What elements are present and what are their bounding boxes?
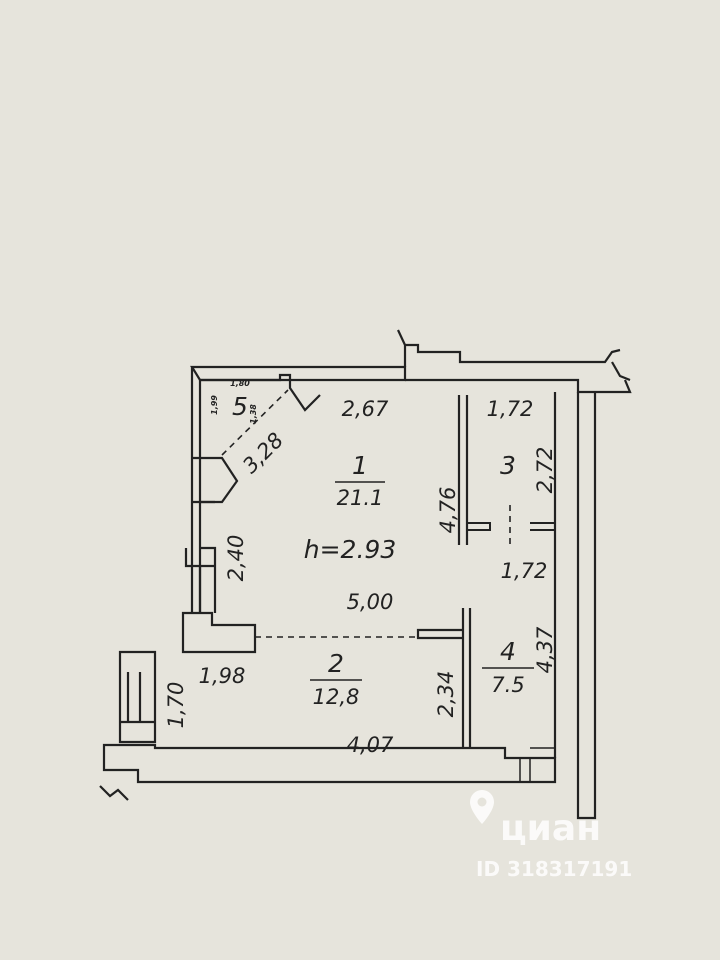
wall-pier-left xyxy=(181,611,257,654)
door-wedge xyxy=(192,456,239,504)
room-5-dim-left: 1,99 xyxy=(210,395,219,415)
room-labels: 1 21.1 h=2.93 2 12,8 3 4 7.5 5 1,80 1,99… xyxy=(210,379,534,709)
watermark-brand: циан xyxy=(500,808,601,849)
dim-2-67: 2,67 xyxy=(342,397,389,421)
dim-2-34: 2,34 xyxy=(434,671,458,718)
dim-1-72-top: 1,72 xyxy=(487,397,534,421)
dim-4-76: 4,76 xyxy=(436,487,460,534)
dashed-lines xyxy=(221,389,511,638)
dashed-diagonal-room5 xyxy=(221,389,289,456)
wall-top-right xyxy=(397,329,632,394)
door-room3 xyxy=(467,522,556,531)
room-3-number: 3 xyxy=(500,451,516,480)
location-pin-icon xyxy=(470,790,494,824)
room-2-area: 12,8 xyxy=(313,685,360,709)
ceiling-height: h=2.93 xyxy=(304,535,396,564)
watermark: циан ID 318317191 xyxy=(470,790,632,881)
dimension-labels: 2,67 1,72 2,72 3,28 4,76 2,40 1,72 5,00 … xyxy=(164,397,557,757)
wall-room5-corner xyxy=(200,373,321,412)
wall-right xyxy=(553,392,597,820)
room-4-area: 7.5 xyxy=(491,673,524,697)
dim-1-70: 1,70 xyxy=(164,682,188,729)
door-bottom-right xyxy=(519,747,555,782)
room-4-number: 4 xyxy=(500,637,516,666)
partition-1-3 xyxy=(457,395,469,545)
partition-2-4 xyxy=(416,608,472,748)
dim-2-40: 2,40 xyxy=(224,535,248,582)
dim-2-72: 2,72 xyxy=(533,447,557,494)
dim-4-07: 4,07 xyxy=(347,733,394,757)
watermark-id: ID 318317191 xyxy=(476,857,632,881)
room-1-number: 1 xyxy=(352,451,368,480)
dim-1-72-mid: 1,72 xyxy=(501,559,548,583)
dim-4-37: 4,37 xyxy=(533,626,557,673)
window-bottom-left xyxy=(118,650,157,744)
room-1-area: 21.1 xyxy=(337,486,384,510)
room-5-dim-top: 1,80 xyxy=(230,379,250,388)
walls xyxy=(99,329,632,820)
dim-1-98: 1,98 xyxy=(199,664,246,688)
room-5-dim-right: 1,38 xyxy=(249,404,258,424)
dim-5-00: 5,00 xyxy=(347,590,394,614)
room-5-number: 5 xyxy=(232,392,248,421)
room-2-number: 2 xyxy=(328,649,344,678)
